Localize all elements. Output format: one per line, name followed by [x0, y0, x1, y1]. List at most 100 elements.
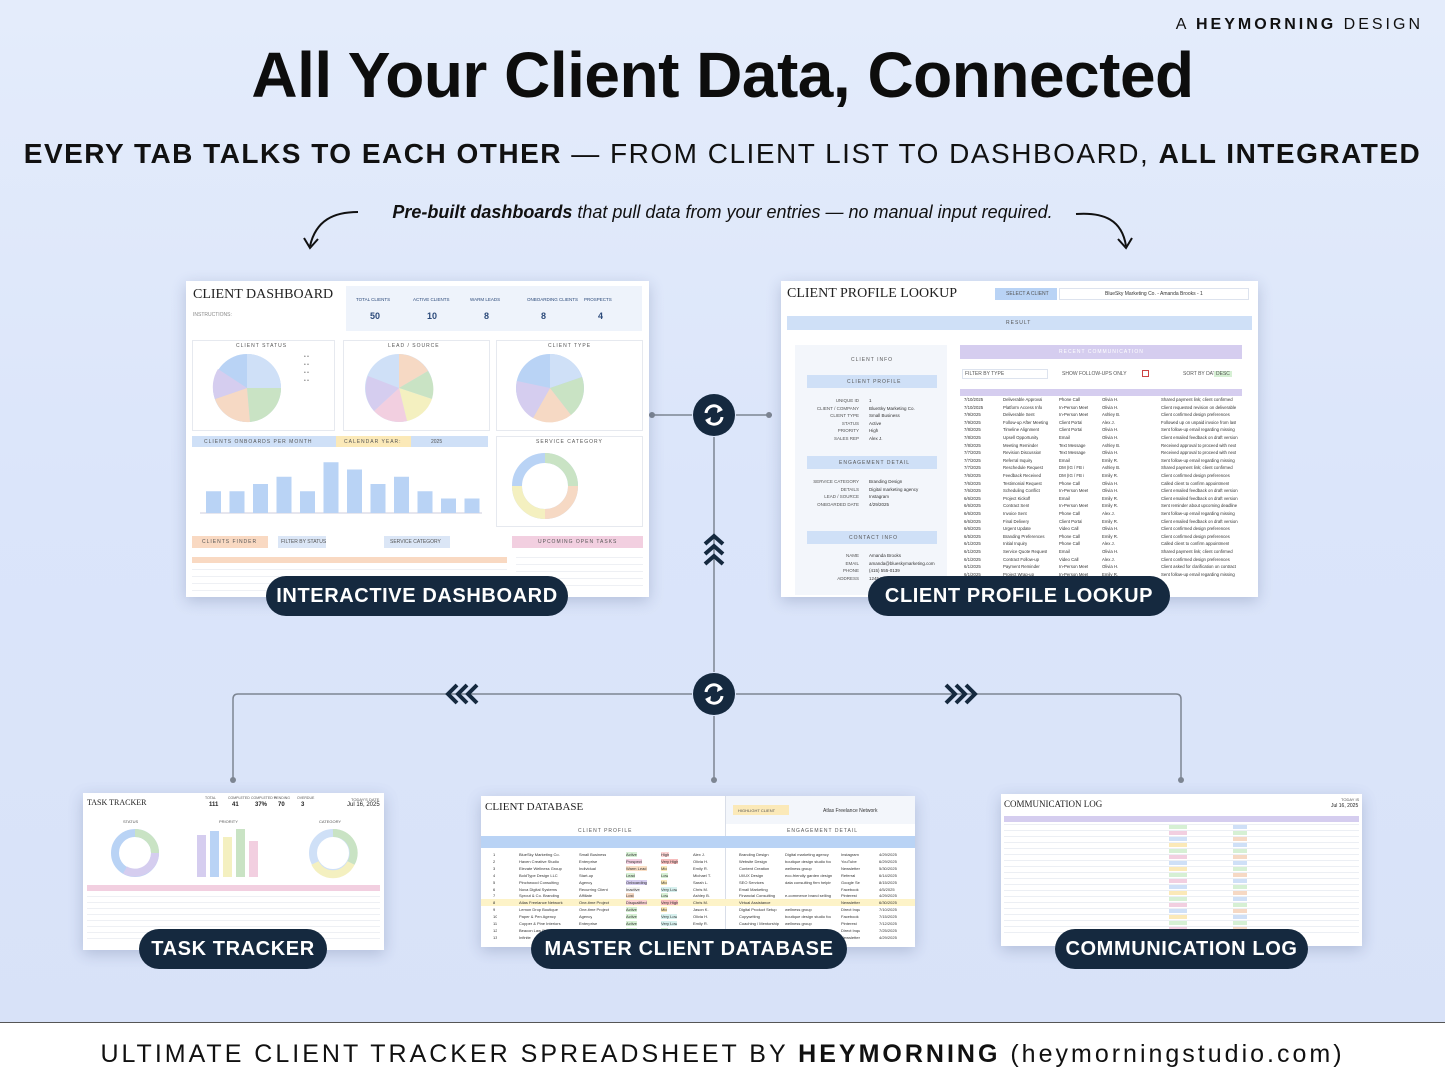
- comm-cell: Phone Call: [1059, 480, 1081, 486]
- log-status-tag: [1233, 867, 1247, 871]
- sort-order[interactable]: DESC: [1214, 371, 1232, 377]
- log-row: [1004, 896, 1359, 897]
- client-type-label: CLIENT TYPE: [548, 343, 592, 349]
- db-cell: boutique design studio foc: [785, 858, 832, 864]
- db-cell: 6/29/2025: [879, 858, 897, 864]
- db-cell: Start-up: [579, 872, 594, 878]
- db-cell: Atlas Freelance Network: [519, 900, 563, 906]
- db-cell: Elevate Wellness Group: [519, 865, 562, 871]
- log-type-tag: [1169, 897, 1187, 901]
- field-value: High: [869, 428, 879, 433]
- footer-rule: [0, 1022, 1445, 1023]
- comm-cell: 7/8/2025: [964, 427, 981, 433]
- comm-cell: 7/8/2025: [964, 435, 981, 440]
- db-cell: Enterprise: [579, 858, 598, 864]
- sort-by-date[interactable]: SORT BY DATE: [1183, 371, 1220, 377]
- profile-lookup-thumbnail[interactable]: CLIENT PROFILE LOOKUP SELECT A CLIENT Bl…: [781, 281, 1258, 597]
- stat-value: 4: [598, 311, 604, 321]
- log-status-tag: [1233, 843, 1247, 847]
- db-cell: 1: [493, 852, 496, 857]
- category-donut: [309, 829, 358, 879]
- client-database-thumbnail[interactable]: CLIENT DATABASE HIGHLIGHT CLIENT Atlas F…: [481, 796, 915, 947]
- highlight-client-value[interactable]: Atlas Freelance Network: [823, 808, 878, 814]
- log-type-tag: [1169, 909, 1187, 913]
- filter-by-status[interactable]: FILTER BY STATUS: [281, 539, 327, 545]
- comm-cell: Deliverable Sent: [1003, 412, 1035, 418]
- comm-cell: In-Person Meet: [1059, 412, 1089, 418]
- footer-url[interactable]: (heymorningstudio.com): [1010, 1040, 1345, 1068]
- master-client-database-label[interactable]: MASTER CLIENT DATABASE: [531, 929, 847, 969]
- today-label: TODAY'S DATE: [351, 797, 380, 802]
- comm-cell: Phone Call: [1059, 397, 1081, 402]
- comm-cell: Email: [1059, 457, 1070, 463]
- show-followups-toggle[interactable]: SHOW FOLLOW-UPS ONLY: [1062, 371, 1127, 377]
- db-cell: 4/29/2025: [879, 934, 897, 940]
- service-category-filter[interactable]: SERVICE CATEGORY: [390, 539, 441, 545]
- priority-bars: [197, 829, 258, 877]
- db-cell: Nova Digital Systems: [519, 886, 558, 892]
- comm-cell: Called client to confirm appointment: [1161, 480, 1230, 486]
- comm-cell: Alex J.: [1102, 556, 1115, 562]
- onboards-bar: [370, 484, 386, 513]
- sync-icon: [693, 673, 735, 715]
- comm-cell: Emily R.: [1102, 518, 1118, 524]
- comm-cell: Client confirmed design preferences: [1161, 412, 1230, 418]
- log-status-tag: [1233, 897, 1247, 901]
- comm-cell: Shared payment link; client confirmed: [1161, 549, 1233, 554]
- db-cell: eco-friendly garden design: [785, 872, 833, 878]
- client-profile-lookup-label[interactable]: CLIENT PROFILE LOOKUP: [868, 576, 1170, 616]
- comm-cell: Client confirmed design preferences: [1161, 473, 1230, 478]
- comm-cell: Deliverable Approval: [1003, 397, 1043, 402]
- log-row: [1004, 920, 1359, 921]
- task-tracker-label[interactable]: TASK TRACKER: [139, 929, 327, 969]
- task-stat-label: PENDING: [274, 796, 290, 800]
- db-cell: Google Se: [841, 879, 860, 885]
- comm-cell: Final Delivery: [1003, 518, 1030, 524]
- db-cell: Mid: [661, 865, 668, 871]
- db-cell: Lost: [626, 893, 634, 899]
- select-client-value[interactable]: BlueSky Marketing Co. - Amanda Brooks - …: [1105, 291, 1203, 297]
- comm-cell: 6/6/2025: [964, 526, 981, 532]
- comm-cell: Client Portal: [1059, 419, 1083, 425]
- communication-log-label[interactable]: COMMUNICATION LOG: [1055, 929, 1308, 969]
- comm-cell: Reschedule Request: [1003, 465, 1043, 471]
- db-cell: Website Design: [739, 858, 767, 864]
- db-cell: Infinite: [519, 934, 531, 940]
- db-cell: Olivia H.: [693, 858, 709, 864]
- comm-cell: Client requested revision on deliverable: [1161, 404, 1237, 410]
- comm-cell: 6/6/2025: [964, 503, 981, 509]
- comm-cell: Olivia H.: [1102, 564, 1119, 570]
- brand-prefix: A: [1175, 16, 1189, 33]
- db-cell: data consulting firm helpin: [785, 879, 832, 885]
- comm-cell: 6/5/2025: [964, 533, 981, 539]
- db-cell: Copper & Pine Interiors: [519, 921, 561, 926]
- comm-cell: 6/6/2025: [964, 511, 981, 516]
- field-key: DETAILS: [840, 486, 859, 492]
- db-cell: 3: [493, 865, 496, 871]
- stat-label: ONBOARDING CLIENTS: [527, 297, 579, 302]
- comm-cell: Alex J.: [1102, 511, 1115, 516]
- communication-log-thumbnail[interactable]: COMMUNICATION LOG TODAY IS Jul 16, 2025: [1001, 794, 1362, 946]
- dashboard-thumbnail[interactable]: CLIENT DASHBOARD INSTRUCTIONS: TOTAL CLI…: [186, 281, 649, 597]
- db-cell: Lead: [626, 872, 635, 878]
- comm-cell: Ashley B.: [1102, 442, 1121, 448]
- comm-cell: Timeline Alignment: [1003, 427, 1040, 433]
- comm-cell: Olivia H.: [1102, 450, 1119, 456]
- field-key: STATUS: [841, 420, 859, 426]
- comm-cell: Follow-up After Meeting: [1003, 419, 1049, 425]
- db-cell: Pinterest: [841, 893, 857, 899]
- interactive-dashboard-label[interactable]: INTERACTIVE DASHBOARD: [266, 576, 568, 616]
- client-status-label: CLIENT STATUS: [236, 343, 288, 349]
- db-cell: Low: [661, 893, 669, 899]
- comm-log-today: Jul 16, 2025: [1331, 803, 1359, 809]
- curved-arrow-icon: [303, 211, 359, 250]
- comm-cell: Referral Inquiry: [1003, 457, 1033, 463]
- db-cell: BoldType Design LLC: [519, 872, 558, 878]
- comm-cell: 6/6/2025: [964, 518, 981, 524]
- comm-cell: Email: [1059, 435, 1070, 440]
- log-type-tag: [1169, 885, 1187, 889]
- filter-by-type[interactable]: FILTER BY TYPE: [965, 371, 1005, 377]
- db-cell: Active: [626, 907, 637, 913]
